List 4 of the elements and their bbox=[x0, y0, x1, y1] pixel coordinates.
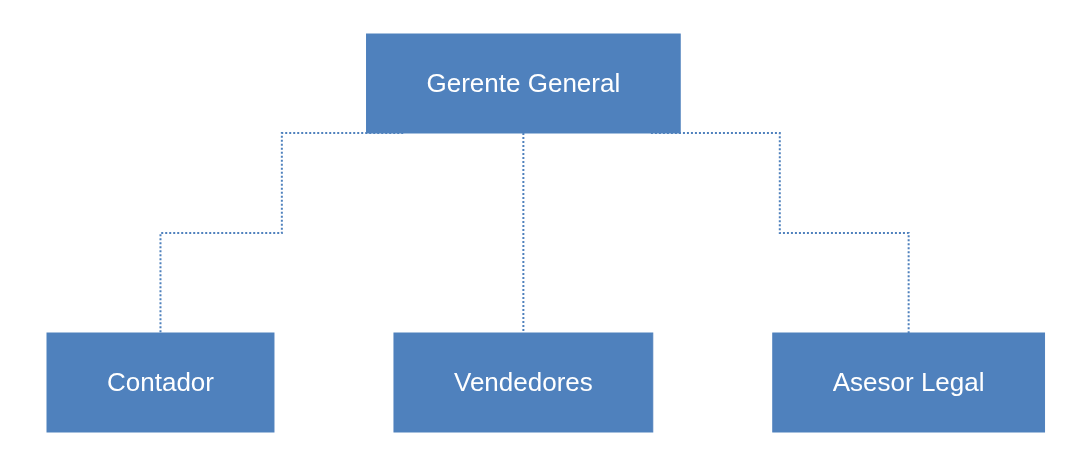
node-box: Contador bbox=[46, 332, 275, 433]
node-box: Vendedores bbox=[393, 332, 653, 433]
node-box: Asesor Legal bbox=[772, 332, 1045, 433]
node-box: Gerente General bbox=[365, 33, 681, 134]
